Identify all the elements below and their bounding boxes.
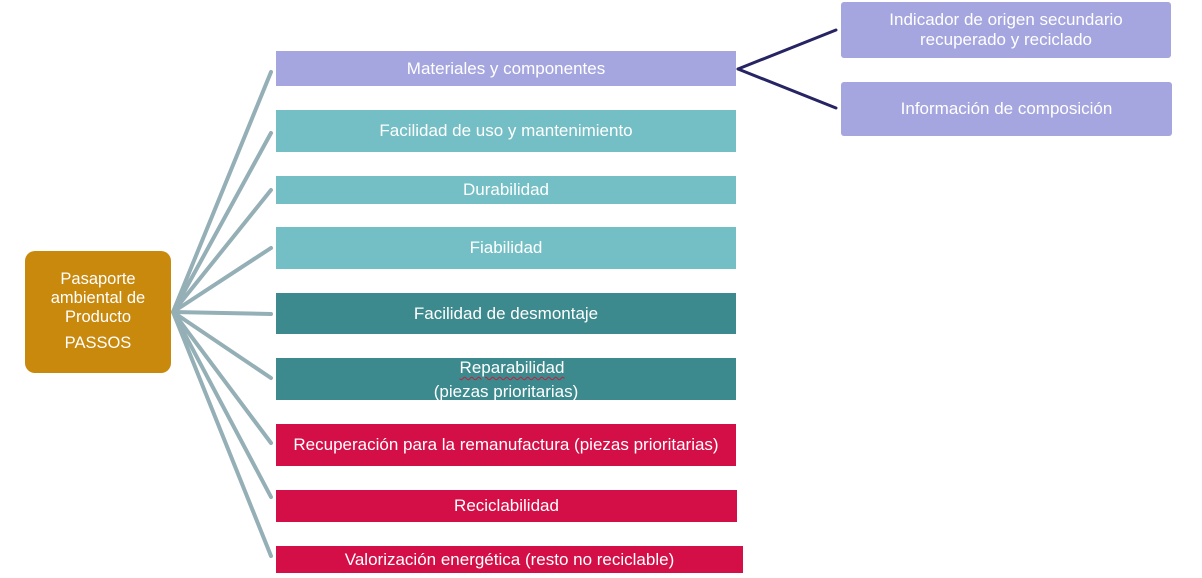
- node-label: Información de composición: [900, 99, 1113, 118]
- node-materiales-y-componentes: Materiales y componentes: [276, 51, 736, 86]
- node-reparabilidad: Reparabilidad (piezas prioritarias): [276, 358, 736, 401]
- node-label: Facilidad de uso y mantenimiento: [379, 121, 633, 140]
- connector-navy-1: [736, 28, 838, 71]
- connector-navy-2: [736, 67, 838, 110]
- node-label: Reparabilidad: [459, 358, 565, 377]
- connector-gray-4: [171, 246, 273, 314]
- node-fiabilidad: Fiabilidad: [276, 227, 736, 269]
- node-durabilidad: Durabilidad: [276, 176, 736, 204]
- node-indicador-origen-secundario: Indicador de origen secundario recuperad…: [841, 2, 1171, 58]
- node-label: Reciclabilidad: [454, 496, 559, 515]
- connector-gray-9: [171, 310, 273, 558]
- node-label: Indicador de origen secundario recuperad…: [889, 10, 1123, 49]
- connector-gray-5: [171, 310, 273, 316]
- node-facilidad-de-desmontaje: Facilidad de desmontaje: [276, 293, 736, 334]
- node-label: Valorización energética (resto no recicl…: [344, 549, 675, 569]
- node-facilidad-de-uso-y-mantenimiento: Facilidad de uso y mantenimiento: [276, 110, 736, 152]
- connector-gray-7: [171, 310, 273, 445]
- connector-gray-8: [171, 310, 273, 499]
- connector-gray-3: [171, 188, 273, 314]
- node-recuperacion-remanufactura: Recuperación para la remanufactura (piez…: [276, 424, 736, 466]
- connector-gray-6: [171, 310, 273, 380]
- node-reciclabilidad: Reciclabilidad: [276, 490, 737, 522]
- node-label: Recuperación para la remanufactura (piez…: [293, 435, 719, 454]
- root-title: Pasaporte ambiental de Producto: [50, 270, 146, 326]
- node-sublabel: (piezas prioritarias): [433, 382, 579, 401]
- node-valorizacion-energetica: Valorización energética (resto no recicl…: [276, 546, 743, 573]
- node-label: Durabilidad: [463, 180, 549, 199]
- root-node-passos: Pasaporte ambiental de Producto PASSOS: [25, 251, 171, 373]
- node-informacion-de-composicion: Información de composición: [841, 82, 1172, 136]
- node-label: Fiabilidad: [469, 238, 543, 257]
- connector-gray-2: [171, 131, 273, 314]
- node-label: Materiales y componentes: [406, 58, 606, 78]
- root-subtitle: PASSOS: [64, 334, 132, 352]
- node-label: Facilidad de desmontaje: [413, 303, 599, 323]
- connector-gray-1: [171, 70, 273, 314]
